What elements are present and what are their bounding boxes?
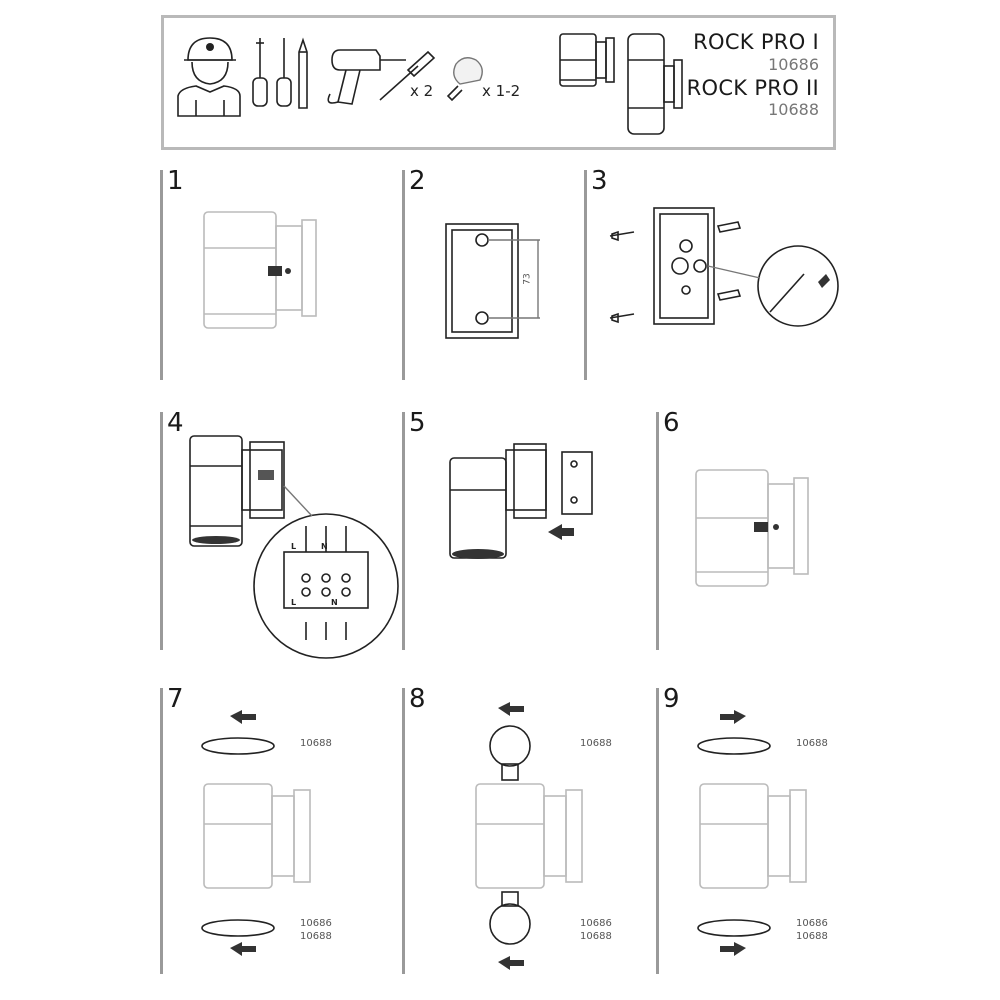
model-code: 10686 <box>300 918 332 929</box>
wire-label-N-top: N <box>321 542 328 551</box>
model-code: 10688 <box>580 738 612 749</box>
step-divider <box>160 412 163 650</box>
model-code: 10688 <box>796 931 828 942</box>
step-number: 6 <box>663 408 680 438</box>
ring-install-illustration <box>697 710 807 956</box>
model-code: 10686 <box>796 918 828 929</box>
step-divider <box>160 170 163 380</box>
model-code: 10688 <box>300 738 332 749</box>
model-code: 10688 <box>300 931 332 942</box>
step-8: 8 10688 10686 10688 <box>402 684 642 974</box>
wall-anchor-icon <box>379 50 436 101</box>
step-divider <box>656 688 659 974</box>
bulb-replace-illustration <box>475 702 583 970</box>
dimension-label: 73 <box>522 273 533 285</box>
bulb-icon <box>446 57 483 102</box>
wire-label-L-bottom: L <box>291 598 297 607</box>
step-number: 3 <box>591 166 608 196</box>
mounting-plate-template <box>445 223 540 339</box>
screwdriver-phillips-icon <box>252 38 268 107</box>
step-3: 3 <box>584 166 839 380</box>
step-number: 1 <box>167 166 184 196</box>
step-4: 4 L N L N <box>160 408 400 659</box>
lamp-faded-illustration <box>203 211 317 329</box>
lamp-faded-illustration <box>695 469 809 587</box>
anchor-quantity: x 2 <box>410 82 434 100</box>
installer-icon <box>177 37 241 117</box>
product2-name: ROCK PRO II <box>686 76 819 100</box>
screwdriver-flat-icon <box>276 38 292 107</box>
step-number: 5 <box>409 408 426 438</box>
step-number: 4 <box>167 408 184 438</box>
model-code: 10688 <box>580 931 612 942</box>
drill-icon <box>327 49 406 105</box>
product1-name: ROCK PRO I <box>693 30 819 54</box>
step-divider <box>402 170 405 380</box>
lamp-single-icon <box>559 33 615 87</box>
wire-label-L-top: L <box>291 542 297 551</box>
model-code: 10686 <box>580 918 612 929</box>
step-9: 9 10688 10686 10688 <box>656 684 896 974</box>
lamp-double-icon <box>627 33 683 135</box>
wire-label-N-bottom: N <box>331 598 338 607</box>
step-2: 2 73 <box>402 166 642 380</box>
step-number: 9 <box>663 684 680 714</box>
step-5: 5 <box>402 408 642 650</box>
step-6: 6 <box>656 408 896 650</box>
step-7: 7 10688 10686 10688 <box>160 684 400 974</box>
step-divider <box>160 688 163 974</box>
model-code: 10688 <box>796 738 828 749</box>
step-number: 7 <box>167 684 184 714</box>
step-number: 2 <box>409 166 426 196</box>
pencil-icon <box>298 37 308 109</box>
product2-code: 10688 <box>768 100 819 119</box>
ring-removal-illustration <box>201 710 311 956</box>
header-panel: x 2 x 1-2 ROCK PRO I 10686 ROCK PRO II 1… <box>161 15 836 150</box>
step-divider <box>402 412 405 650</box>
step-divider <box>584 170 587 380</box>
plate-mounting-illustration <box>609 207 839 327</box>
step-divider <box>656 412 659 650</box>
step-1: 1 <box>160 166 400 380</box>
step-divider <box>402 688 405 974</box>
step-number: 8 <box>409 684 426 714</box>
wiring-illustration <box>189 435 399 659</box>
bulb-quantity: x 1-2 <box>482 82 521 100</box>
product1-code: 10686 <box>768 55 819 74</box>
attach-lamp-illustration <box>449 443 593 559</box>
